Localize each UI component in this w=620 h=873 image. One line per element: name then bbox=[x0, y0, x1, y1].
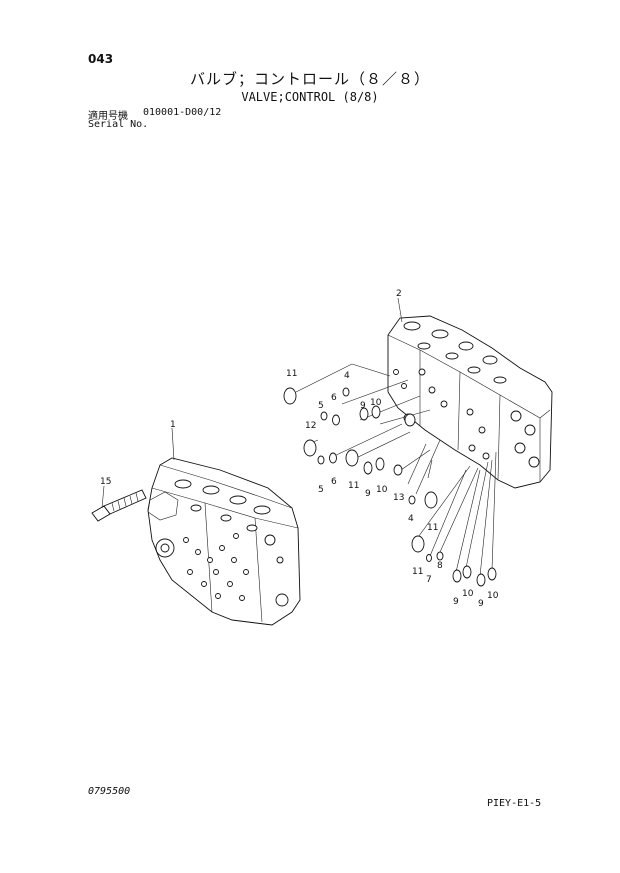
drawing-number: 0795500 bbox=[88, 786, 131, 797]
serial-value: 010001-D00/12 bbox=[143, 107, 222, 118]
part-label-9d: 9 bbox=[478, 599, 484, 609]
part-label-9b: 9 bbox=[365, 489, 371, 499]
part-label-2: 2 bbox=[396, 289, 402, 299]
o-rings bbox=[283, 387, 497, 587]
part-label-5a: 5 bbox=[318, 401, 324, 411]
part-label-15: 15 bbox=[100, 477, 111, 487]
part-label-9c: 9 bbox=[453, 597, 459, 607]
serial-label-english: Serial No. bbox=[88, 119, 149, 130]
title-japanese: バルブ；コントロール（８／８） bbox=[189, 70, 430, 88]
part-label-10b: 10 bbox=[376, 485, 388, 495]
part-label-7: 7 bbox=[426, 575, 432, 585]
valve-housing-1 bbox=[147, 457, 301, 626]
title-english: VALVE;CONTROL (8/8) bbox=[241, 90, 379, 104]
part-number-labels: 1 2 15 11 4 5 6 9 10 12 5 6 11 9 10 13 4… bbox=[100, 289, 499, 609]
leader-lines bbox=[101, 297, 497, 577]
part-label-10c: 10 bbox=[462, 589, 474, 599]
part-label-4a: 4 bbox=[344, 371, 350, 381]
part-label-10d: 10 bbox=[487, 591, 499, 601]
bolt-15 bbox=[91, 489, 147, 522]
part-label-11a: 11 bbox=[286, 369, 297, 379]
part-label-10a: 10 bbox=[370, 398, 382, 408]
part-label-13: 13 bbox=[393, 493, 404, 503]
part-label-8: 8 bbox=[437, 561, 443, 571]
serial-label-japanese: 適用号機 bbox=[88, 111, 128, 122]
part-label-9a: 9 bbox=[360, 401, 366, 411]
part-label-11d: 11 bbox=[412, 567, 423, 577]
page-number: 043 bbox=[88, 52, 114, 66]
part-label-6a: 6 bbox=[331, 393, 337, 403]
part-label-12: 12 bbox=[305, 421, 316, 431]
sheet-code: PIEY-E1-5 bbox=[487, 798, 542, 809]
part-label-11b: 11 bbox=[348, 481, 359, 491]
part-label-6b: 6 bbox=[331, 477, 337, 487]
part-label-5b: 5 bbox=[318, 485, 324, 495]
part-label-4b: 4 bbox=[408, 514, 414, 524]
part-label-1: 1 bbox=[170, 420, 176, 430]
part-label-11c: 11 bbox=[427, 523, 438, 533]
